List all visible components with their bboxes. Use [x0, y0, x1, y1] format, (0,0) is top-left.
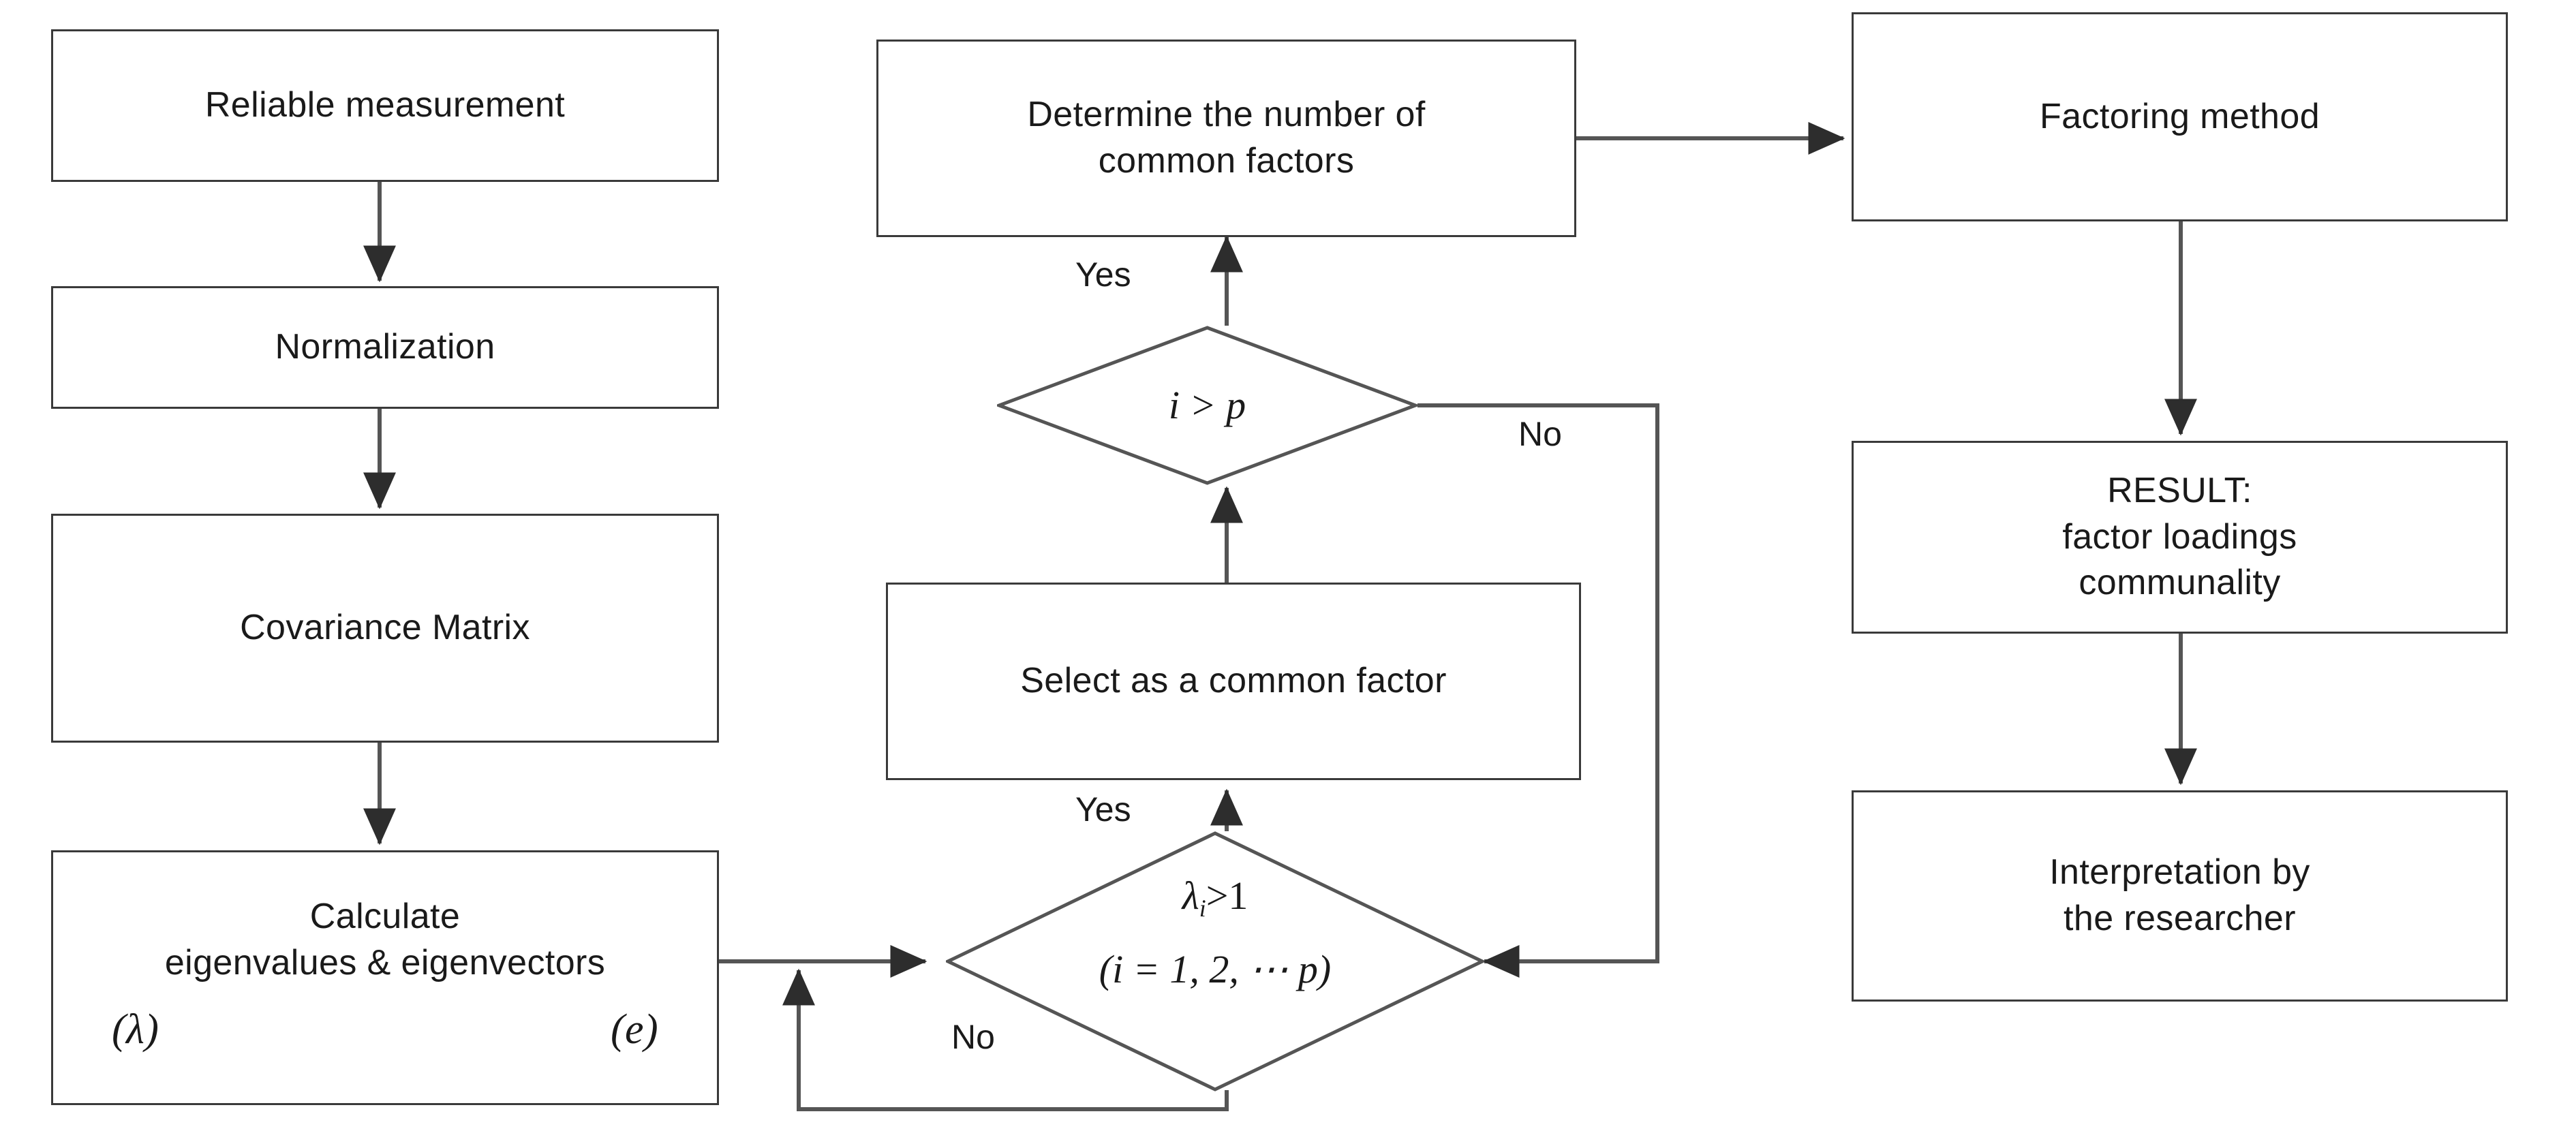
node-result-line3: communality	[2079, 563, 2281, 603]
node-normalization[interactable]: Normalization	[51, 286, 719, 409]
node-determine-number-of-common-factors[interactable]: Determine the number of common factors	[876, 40, 1576, 237]
node-calculate-eigen-symbols: (λ) (e)	[53, 1002, 717, 1057]
node-select-as-common-factor-label: Select as a common factor	[1020, 661, 1447, 701]
node-covariance-matrix[interactable]: Covariance Matrix	[51, 514, 719, 743]
node-calculate-eigen-line2: eigenvalues & eigenvectors	[164, 942, 606, 982]
node-determine-line2: common factors	[1098, 141, 1355, 181]
edge-label-no-igtp: No	[1518, 415, 1562, 453]
node-calculate-eigen[interactable]: Calculate eigenvalues & eigenvectors (λ)…	[51, 850, 719, 1105]
node-reliable-measurement-label: Reliable measurement	[204, 85, 566, 125]
node-covariance-matrix-label: Covariance Matrix	[240, 608, 530, 648]
edge-label-yes-igtp: Yes	[1075, 255, 1131, 294]
node-select-as-common-factor[interactable]: Select as a common factor	[886, 583, 1581, 780]
node-reliable-measurement[interactable]: Reliable measurement	[51, 29, 719, 182]
node-calculate-eigen-line1: Calculate	[309, 897, 461, 937]
node-determine-line1: Determine the number of	[1027, 95, 1426, 135]
eigenvector-symbol: (e)	[610, 1006, 658, 1053]
node-interpretation-by-researcher[interactable]: Interpretation by the researcher	[1852, 790, 2508, 1002]
node-result-line1: RESULT:	[2107, 471, 2252, 511]
edge-label-yes-lambda: Yes	[1075, 790, 1131, 828]
eigenvalue-symbol: (λ)	[112, 1006, 159, 1053]
node-result-line2: factor loadings	[2062, 516, 2297, 557]
edge-label-no-lambda: No	[951, 1018, 995, 1056]
node-interpretation-line2: the researcher	[2064, 899, 2296, 938]
node-interpretation-line1: Interpretation by	[2049, 852, 2310, 893]
node-result[interactable]: RESULT: factor loadings communality	[1852, 441, 2508, 634]
node-normalization-label: Normalization	[275, 327, 495, 367]
node-factoring-method[interactable]: Factoring method	[1852, 12, 2508, 221]
node-factoring-method-label: Factoring method	[2039, 96, 2320, 136]
decision-lambda-greater-than-one[interactable]: λi>1 (i = 1, 2, ⋯ p)	[946, 831, 1484, 1091]
decision-i-greater-than-p[interactable]: i > p	[997, 326, 1417, 485]
